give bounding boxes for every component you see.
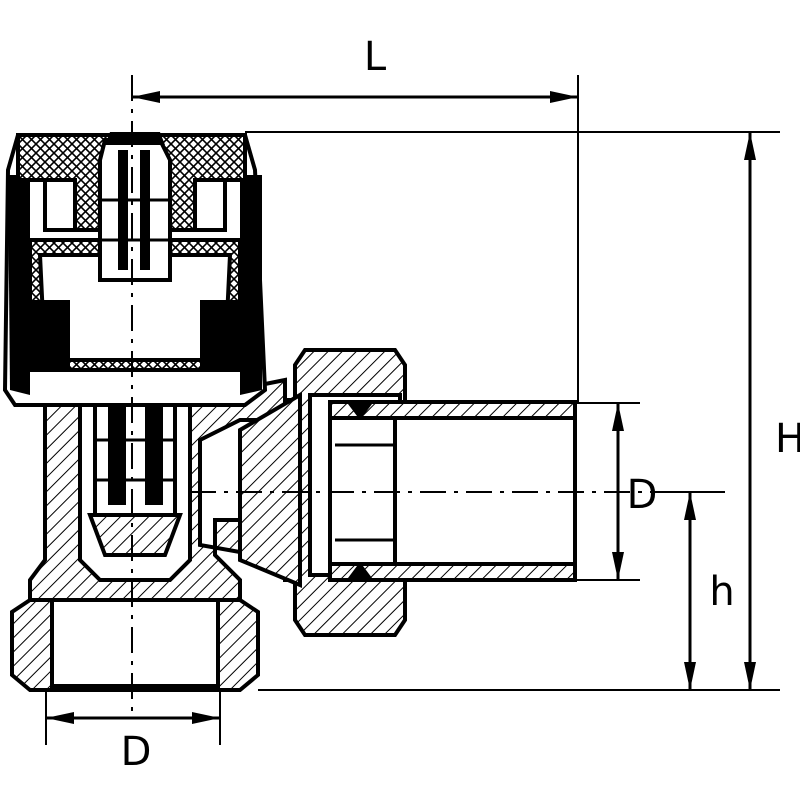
dimension-label-height: H (775, 416, 800, 462)
dimension-label-length: L (364, 34, 387, 80)
dimension-label-inlet-diameter: D (121, 729, 152, 775)
dimension-lines: L H h D (45, 34, 800, 775)
handwheel-cap (2, 132, 268, 407)
center-lines (131, 75, 690, 715)
spindle (98, 132, 172, 282)
inlet-bore (50, 598, 220, 688)
dimension-axis-height: h (672, 491, 735, 690)
dimension-length: L (132, 34, 579, 402)
dimension-label-outlet-diameter: D (627, 472, 658, 518)
dimension-height: H (245, 131, 800, 691)
dimension-outlet-diameter: D (575, 402, 658, 581)
dimension-inlet-diameter: D (45, 690, 221, 775)
dimension-label-axis-height: h (709, 569, 734, 615)
